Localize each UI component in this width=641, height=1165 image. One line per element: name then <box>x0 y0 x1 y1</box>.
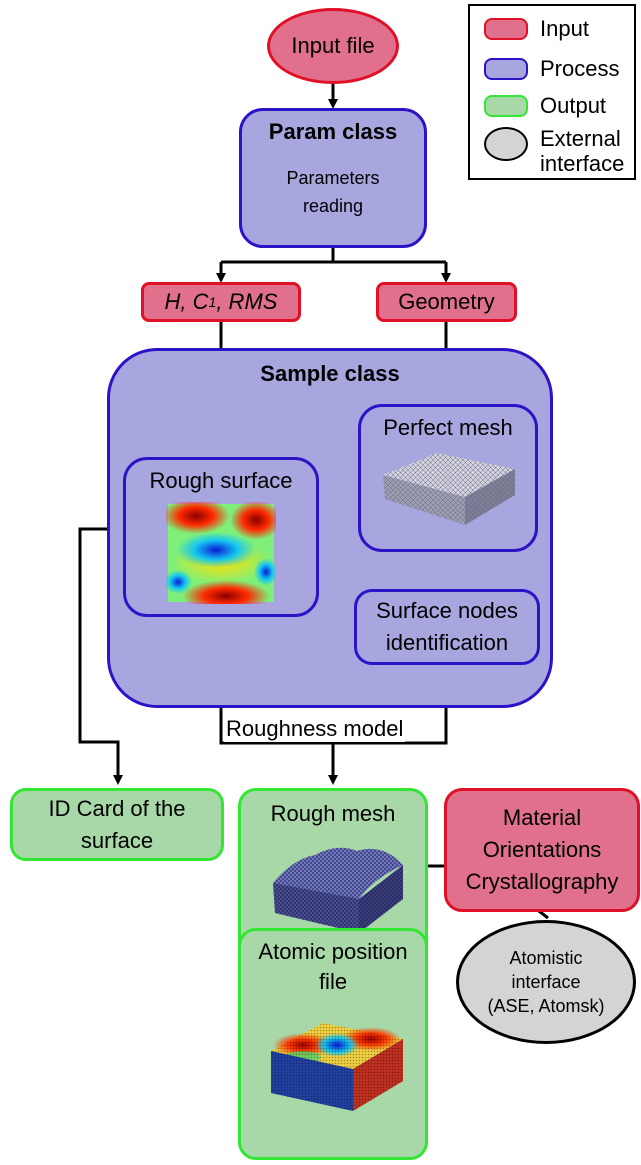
id-card-line-1: ID Card of the <box>48 795 186 821</box>
legend-process-swatch <box>484 58 528 80</box>
material-node: Material Orientations Crystallography <box>444 788 640 912</box>
atomic-position-line-2: file <box>318 969 348 994</box>
hc1rms-label-h: H, C <box>164 289 209 314</box>
legend-output-label: Output <box>540 93 607 118</box>
surface-nodes-line-1: Surface nodes <box>376 598 518 623</box>
sample-class-title: Sample class <box>260 361 400 386</box>
geometry-node: Geometry <box>376 282 517 322</box>
rough-surface-heatmap <box>166 502 276 604</box>
legend-external-label-1: External <box>540 126 621 151</box>
rough-surface-label: Rough surface <box>149 468 293 493</box>
arrow-rough-surface-to-id-card <box>78 527 123 785</box>
legend-input-swatch <box>484 18 528 40</box>
rough-mesh-image <box>273 847 403 933</box>
material-line-3: Crystallography <box>465 869 619 894</box>
input-file-node: Input file <box>267 8 399 84</box>
atomistic-line-1: Atomistic <box>509 948 583 968</box>
surface-nodes-line-2: identification <box>385 630 509 655</box>
roughness-model-label: Roughness model <box>224 716 406 742</box>
atomic-position-image <box>271 1023 403 1111</box>
perfect-mesh-image <box>383 453 515 525</box>
perfect-mesh-label: Perfect mesh <box>383 415 513 440</box>
input-file-label: Input file <box>291 33 375 58</box>
legend-output-swatch <box>484 95 528 117</box>
hc1rms-subscript: 1 <box>208 294 217 310</box>
legend-input-label: Input <box>540 16 589 41</box>
atomistic-line-2: interface <box>511 972 581 992</box>
material-line-2: Orientations <box>482 837 602 862</box>
geometry-label: Geometry <box>398 289 495 314</box>
surface-nodes-node: Surface nodes identification <box>354 589 540 665</box>
legend-process-label: Process <box>540 56 620 81</box>
atomistic-line-3: (ASE, Atomsk) <box>487 996 605 1016</box>
legend-external-swatch <box>484 127 528 161</box>
legend: Input Process Output External interface <box>468 4 636 180</box>
atomistic-interface-node: Atomistic interface (ASE, Atomsk) <box>456 920 636 1044</box>
param-line-1: Parameters <box>286 168 380 188</box>
atomic-position-node: Atomic position file <box>238 928 428 1160</box>
material-line-1: Material <box>502 805 582 830</box>
id-card-line-2: surface <box>80 827 154 853</box>
id-card-node: ID Card of the surface <box>10 788 224 861</box>
atomic-position-line-1: Atomic position <box>258 939 408 964</box>
hc1rms-label-rest: , RMS <box>216 289 278 314</box>
rough-surface-node: Rough surface <box>123 457 319 617</box>
param-line-2: reading <box>302 196 364 216</box>
legend-external-label-2: interface <box>540 151 625 176</box>
param-class-node: Param class Parameters reading <box>239 108 427 248</box>
rough-mesh-label: Rough mesh <box>270 801 396 826</box>
perfect-mesh-node: Perfect mesh <box>358 404 538 552</box>
param-class-title: Param class <box>268 119 398 144</box>
